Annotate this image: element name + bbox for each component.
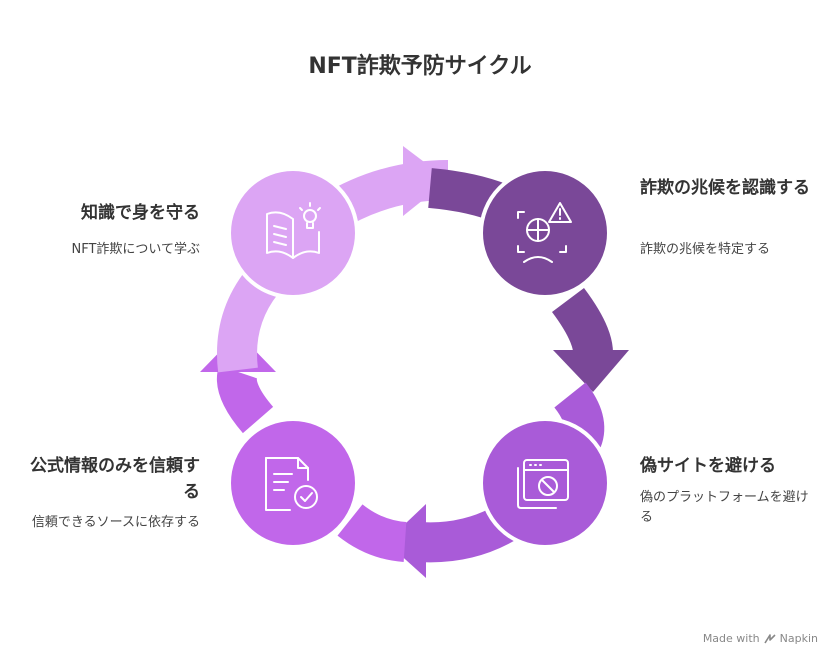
step-desc-learn: NFT詐欺について学ぶ (71, 242, 200, 257)
step-desc-avoid: 偽のプラットフォームを避ける (640, 490, 809, 525)
arrow-left-lower (337, 504, 408, 562)
book-lightbulb-icon (266, 202, 321, 259)
napkin-logo-icon (763, 633, 776, 643)
arrow-right (551, 288, 629, 392)
verified-document-icon (265, 457, 318, 511)
blocked-window-icon (517, 459, 569, 509)
arc-left (217, 365, 274, 434)
scan-warning-icon (517, 202, 572, 263)
diagram-title: NFT詐欺予防サイクル (308, 54, 532, 79)
step-label-trust: 公式情報のみを信頼する (30, 456, 200, 502)
step-label-recognize: 詐欺の兆候を認識する (640, 178, 810, 198)
step-desc-recognize: 詐欺の兆候を特定する (640, 242, 771, 257)
step-desc-trust: 信頼できるソースに依存する (31, 515, 200, 530)
arrowhead-top (403, 146, 448, 216)
footer-brand: Napkin (779, 632, 818, 645)
circle-recognize (479, 167, 611, 299)
circle-trust (227, 417, 359, 549)
step-label-avoid: 偽サイトを避ける (640, 456, 776, 476)
footer-credit: Made with Napkin (703, 632, 818, 645)
arrowhead-right (553, 350, 629, 392)
footer-text: Made with (702, 632, 760, 645)
step-label-learn: 知識で身を守る (81, 203, 200, 223)
arrow-left-upper (217, 269, 279, 373)
arrowhead-bottom (386, 504, 426, 578)
